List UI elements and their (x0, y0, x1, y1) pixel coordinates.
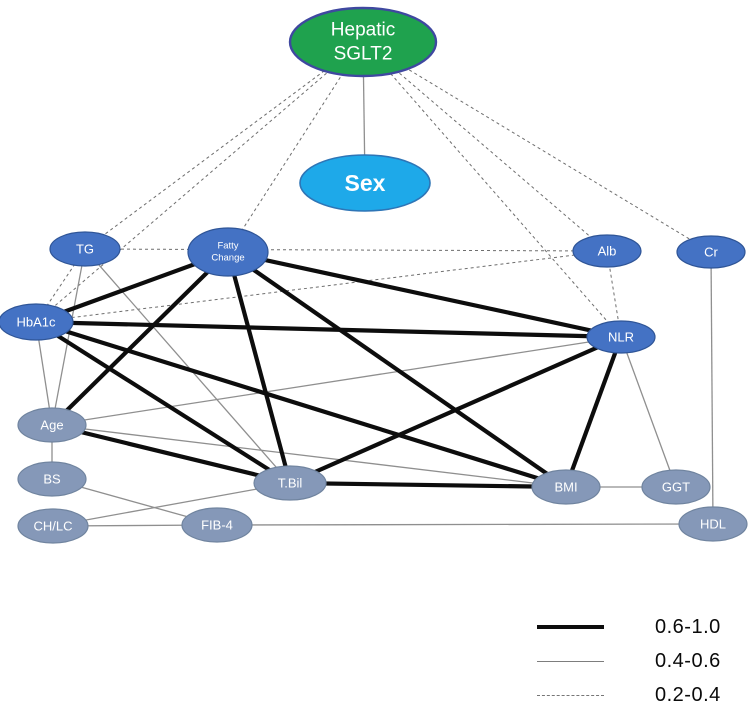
edge-fatty-bmi (226, 250, 568, 489)
node-hdl: HDL (678, 506, 748, 542)
node-ellipse-tg (49, 231, 121, 267)
edge-sglt2-tg (84, 41, 364, 250)
legend-row-strong: 0.6-1.0 (537, 610, 737, 644)
node-ellipse-bmi (531, 469, 601, 505)
node-ellipse-tbil (253, 465, 327, 501)
node-label-tg: TG (76, 242, 94, 257)
node-ellipse-nlr (586, 320, 656, 354)
edge-chlc-tbil (52, 482, 291, 527)
node-tg: TG (49, 231, 121, 267)
node-label-fib4: FIB-4 (201, 518, 233, 533)
node-chlc: CH/LC (17, 508, 89, 544)
node-label-hdl: HDL (700, 517, 726, 532)
edge-weight-legend: 0.6-1.0 0.4-0.6 0.2-0.4 (537, 610, 737, 706)
node-label-age: Age (40, 418, 63, 433)
node-label-sex: Sex (345, 170, 386, 196)
edge-age-bmi (51, 424, 567, 488)
edge-fib4-hdl (216, 523, 714, 526)
node-ellipse-bs (17, 461, 87, 497)
node-ellipse-hdl (678, 506, 748, 542)
edge-sglt2-alb (362, 41, 608, 252)
node-ellipse-sglt2 (288, 6, 438, 78)
edge-tbil-bmi (289, 480, 567, 490)
edge-hba1c-alb (35, 250, 608, 323)
legend-line-dashed (537, 694, 604, 696)
node-sex: Sex (299, 154, 431, 212)
node-label-alb: Alb (598, 244, 617, 259)
node-ellipse-alb (572, 234, 642, 268)
edge-hba1c-bmi (35, 319, 567, 490)
node-cr: Cr (676, 235, 746, 269)
node-tbil: T.Bil (253, 465, 327, 501)
edge-tg-alb (84, 248, 608, 252)
edge-fatty-age (50, 250, 230, 427)
node-label-ggt: GGT (662, 480, 690, 495)
node-alb: Alb (572, 234, 642, 268)
node-label-bs: BS (43, 472, 61, 487)
edge-fatty-tbil (225, 251, 293, 484)
node-label-cr: Cr (704, 245, 718, 260)
edge-tg-age (51, 248, 86, 426)
node-age: Age (17, 407, 87, 443)
edge-sglt2-cr (362, 41, 712, 253)
legend-line-thick (537, 625, 604, 629)
node-ellipse-fatty (187, 227, 269, 277)
legend-row-weak: 0.2-0.4 (537, 678, 737, 706)
node-label-hba1c: HbA1c (16, 315, 56, 330)
legend-row-medium: 0.4-0.6 (537, 644, 737, 678)
node-ellipse-ggt (641, 469, 711, 505)
edge-nlr-tbil (289, 335, 622, 485)
node-label-bmi: BMI (554, 480, 577, 495)
legend-label-weak: 0.2-0.4 (655, 683, 721, 706)
node-ggt: GGT (641, 469, 711, 505)
edge-hba1c-nlr (35, 319, 622, 340)
node-label-nlr: NLR (608, 330, 634, 345)
edge-cr-hdl (710, 251, 714, 525)
node-ellipse-fib4 (181, 507, 253, 543)
node-label-tbil: T.Bil (278, 476, 303, 491)
node-hba1c: HbA1c (0, 303, 74, 341)
legend-label-strong: 0.6-1.0 (655, 615, 721, 638)
node-ellipse-hba1c (0, 303, 74, 341)
edge-hba1c-tbil (34, 320, 292, 485)
edge-nlr-ggt (620, 336, 677, 488)
node-nlr: NLR (586, 320, 656, 354)
edge-nlr-bmi (564, 336, 623, 488)
node-bs: BS (17, 461, 87, 497)
edge-age-nlr (51, 336, 622, 426)
edge-age-tbil (51, 422, 291, 486)
node-ellipse-age (17, 407, 87, 443)
edge-fatty-nlr (227, 249, 622, 340)
edge-tg-tbil (84, 248, 291, 484)
node-label-chlc: CH/LC (33, 519, 72, 534)
node-ellipse-cr (676, 235, 746, 269)
legend-line-thin (537, 660, 604, 662)
edge-sglt2-nlr (362, 41, 622, 338)
node-fib4: FIB-4 (181, 507, 253, 543)
node-ellipse-sex (299, 154, 431, 212)
node-bmi: BMI (531, 469, 601, 505)
node-ellipse-chlc (17, 508, 89, 544)
legend-label-medium: 0.4-0.6 (655, 649, 721, 672)
